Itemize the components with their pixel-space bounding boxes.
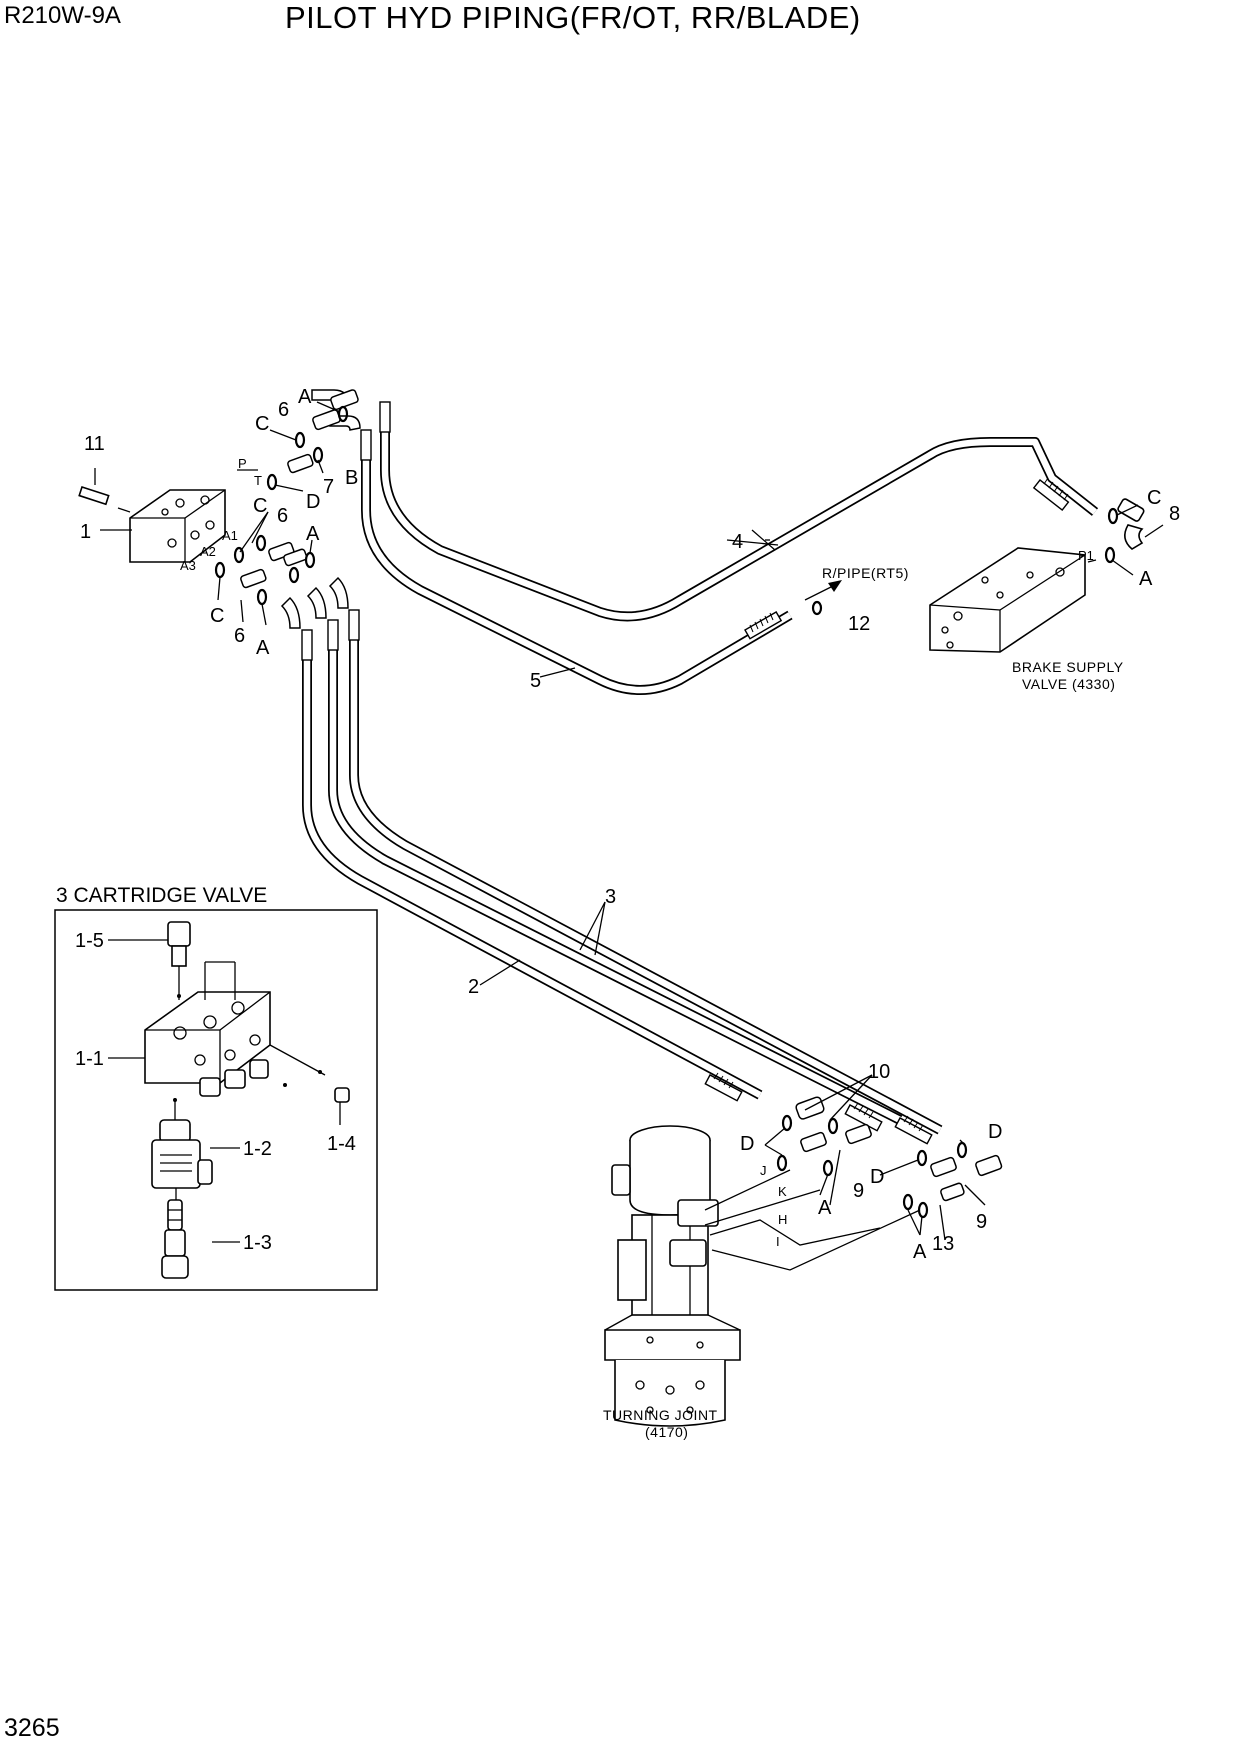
port-p1: P1 [1078, 548, 1094, 563]
page-title: PILOT HYD PIPING(FR/OT, RR/BLADE) [285, 0, 861, 35]
callout-a-right: A [1139, 568, 1153, 590]
callout-6-top: 6 [278, 399, 289, 421]
callout-a-low: A [256, 637, 270, 659]
model-number: R210W-9A [4, 2, 121, 29]
port-j: J [760, 1163, 767, 1178]
hose-3a [328, 630, 903, 1125]
leaders-hoses [479, 901, 606, 986]
inset-label-1-3: 1-3 [243, 1232, 272, 1254]
callout-c-top: C [255, 413, 269, 435]
inset-cartridge-valve [144, 921, 350, 1279]
inset-label-1-5: 1-5 [75, 930, 104, 952]
bolt-11 [78, 468, 110, 506]
callout-a-top: A [298, 386, 312, 408]
callout-4: 4 [732, 531, 743, 553]
callout-d-lower1: D [740, 1133, 754, 1155]
callout-b: B [345, 467, 358, 489]
callout-9-left: 9 [853, 1180, 864, 1202]
sleeve-hatching [713, 477, 1069, 1132]
port-i: I [776, 1234, 780, 1249]
elbow-fitting-8 [1117, 498, 1145, 550]
rpipe-arrow [804, 580, 842, 601]
callout-10: 10 [868, 1061, 890, 1083]
note-brake-line2: VALVE (4330) [1022, 676, 1115, 692]
adapters-upper [240, 389, 359, 589]
callout-8: 8 [1169, 503, 1180, 525]
leaders-upper-left [100, 401, 341, 626]
note-rpipe: R/PIPE(RT5) [822, 565, 909, 581]
port-t: T [254, 473, 262, 488]
leaders-right [539, 504, 1164, 678]
hose-4 [380, 402, 1099, 622]
callout-a-mid: A [306, 523, 320, 545]
callout-d-lower3: D [988, 1121, 1002, 1143]
note-brake-line1: BRAKE SUPPLY [1012, 659, 1124, 675]
page-number: 3265 [4, 1714, 60, 1742]
inset-frame [54, 909, 378, 1291]
callout-6-low: 6 [234, 625, 245, 647]
callout-12: 12 [848, 613, 870, 635]
callout-3: 3 [605, 886, 616, 908]
turning-joint-ports [704, 1169, 921, 1271]
o-rings-brake [811, 507, 1119, 616]
callout-c-right: C [1147, 487, 1161, 509]
callout-c-low: C [210, 605, 224, 627]
note-turning-joint-line2: (4170) [645, 1424, 688, 1440]
inset-label-1-4: 1-4 [327, 1133, 356, 1155]
port-k: K [778, 1184, 787, 1199]
callout-c-mid: C [253, 495, 267, 517]
callout-2: 2 [468, 976, 479, 998]
brake-supply-valve [929, 547, 1086, 653]
hose-2 [302, 640, 763, 1100]
turning-joint [604, 1125, 741, 1427]
hose-sleeves [301, 401, 1070, 1145]
callout-a-lower1: A [818, 1197, 832, 1219]
port-p: P [238, 456, 247, 471]
callout-d-lower2: D [870, 1166, 884, 1188]
callout-d-top: D [306, 491, 320, 513]
port-h: H [778, 1212, 787, 1227]
callout-13: 13 [932, 1233, 954, 1255]
valve-block-1 [117, 489, 226, 563]
callout-7: 7 [323, 476, 334, 498]
port-a3: A3 [180, 558, 196, 573]
callout-11: 11 [84, 433, 105, 455]
inset-label-1-1: 1-1 [75, 1048, 104, 1070]
port-a1: A1 [222, 528, 238, 543]
port-a2: A2 [200, 544, 216, 559]
note-turning-joint-line1: TURNING JOINT [603, 1407, 718, 1423]
callout-a-lower2: A [913, 1241, 927, 1263]
leaders-lower [764, 1074, 986, 1241]
callout-9-right: 9 [976, 1211, 987, 1233]
callout-1: 1 [80, 521, 91, 543]
inset-label-1-2: 1-2 [243, 1138, 272, 1160]
callout-6-mid: 6 [277, 505, 288, 527]
inset-leaders [108, 939, 240, 1243]
callout-5: 5 [530, 670, 541, 692]
inset-title: 3 CARTRIDGE VALVE [56, 884, 268, 907]
hose-3b [349, 620, 943, 1135]
hose-5 [361, 440, 793, 695]
